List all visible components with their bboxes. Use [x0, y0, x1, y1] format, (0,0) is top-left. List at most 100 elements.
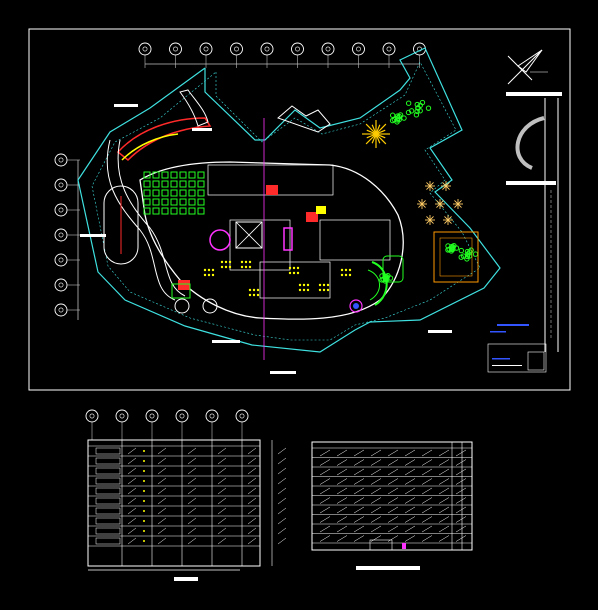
- pavilion-mark: [442, 182, 450, 190]
- grid-marker-left: [54, 228, 68, 242]
- window-hatch: [336, 525, 348, 533]
- tree-foliage: [413, 112, 420, 118]
- red-room-1: [266, 185, 278, 195]
- grid-marker-left-inner: [58, 157, 64, 163]
- green-grid-cell: [170, 171, 178, 179]
- yellow-seat: [296, 271, 300, 275]
- grid-marker-top: [291, 42, 304, 56]
- green-grid-cell: [188, 207, 196, 215]
- grid-marker-left: [54, 303, 68, 317]
- tree-white-2: [202, 298, 218, 314]
- window-hatch: [187, 507, 197, 515]
- elevation-grid-marker-inner: [239, 413, 245, 419]
- yellow-seat: [240, 265, 244, 269]
- window-hatch: [370, 516, 382, 523]
- yellow-marker: [143, 460, 145, 462]
- window-hatch: [421, 497, 433, 504]
- green-grid-cell: [197, 207, 205, 215]
- sheet-frame: [28, 28, 571, 391]
- window-hatch: [157, 527, 167, 535]
- yellow-seat: [348, 273, 352, 277]
- window-hatch: [247, 487, 257, 495]
- elevation-grid-marker: [235, 409, 249, 423]
- pavilion-mark: [444, 216, 452, 224]
- grid-marker-top-inner: [325, 46, 331, 52]
- window-hatch: [319, 449, 331, 457]
- window-hatch: [370, 487, 382, 495]
- pavilion-cluster: [417, 181, 463, 225]
- entry-ramp: [179, 89, 209, 127]
- window-hatch: [127, 487, 137, 495]
- window-hatch: [387, 506, 399, 514]
- yellow-seat: [248, 288, 252, 292]
- window-hatch: [404, 525, 416, 533]
- atrium-diag-2: [235, 221, 263, 249]
- window-hatch: [404, 506, 416, 514]
- yellow-seat: [344, 268, 348, 272]
- window-hatch: [353, 487, 365, 495]
- window-hatch: [247, 467, 257, 475]
- window-hatch: [438, 468, 450, 476]
- window-hatch: [455, 506, 467, 514]
- window-hatch: [157, 487, 167, 495]
- grid-marker-left: [54, 178, 68, 192]
- yellow-seat: [292, 266, 296, 270]
- window-hatch: [127, 527, 137, 535]
- green-grid-cell: [152, 207, 160, 215]
- green-grid-cell: [170, 207, 178, 215]
- window-hatch: [187, 497, 197, 505]
- window-hatch: [217, 507, 227, 515]
- window-hatch: [370, 497, 382, 504]
- green-grid-cell: [188, 189, 196, 197]
- window-hatch: [319, 487, 331, 495]
- pavilion-mark: [454, 200, 462, 208]
- window-hatch: [277, 517, 287, 525]
- green-grid-cell: [143, 207, 151, 215]
- green-grid-cell: [179, 198, 187, 206]
- window-hatch: [438, 487, 450, 495]
- yellow-seat: [211, 273, 215, 277]
- window-hatch: [353, 497, 365, 504]
- stair-window: [95, 527, 121, 535]
- yellow-room-1: [316, 206, 326, 214]
- inner-boundary: [91, 61, 481, 341]
- window-hatch: [157, 537, 167, 545]
- tree-foliage: [395, 115, 401, 121]
- grid-marker-left-inner: [58, 307, 64, 313]
- window-hatch: [277, 507, 287, 515]
- legend-blue-line-3: [492, 358, 510, 360]
- window-hatch: [319, 506, 331, 514]
- yellow-seat: [252, 293, 256, 297]
- yellow-seat: [288, 271, 292, 275]
- yellow-seat: [298, 283, 302, 287]
- tree-foliage: [380, 276, 386, 282]
- yellow-seat: [244, 265, 248, 269]
- access-road: [116, 117, 212, 162]
- tree-foliage: [417, 102, 423, 109]
- green-grid-cell: [179, 189, 187, 197]
- window-hatch: [336, 478, 348, 485]
- window-hatch: [187, 517, 197, 525]
- window-hatch: [217, 477, 227, 485]
- elevation-grid-marker-inner: [209, 413, 215, 419]
- window-hatch: [370, 449, 382, 457]
- pavilion-mark: [418, 200, 426, 208]
- window-hatch: [438, 535, 450, 542]
- window-hatch: [370, 506, 382, 514]
- window-hatch: [247, 537, 257, 545]
- starburst-ray: [375, 133, 387, 145]
- window-hatch: [127, 497, 137, 505]
- tree-foliage: [401, 115, 407, 121]
- elev-left-caption: [174, 577, 198, 581]
- grid-marker-top-inner: [173, 46, 178, 52]
- central-atrium: [235, 221, 263, 249]
- window-hatch: [217, 447, 227, 455]
- window-hatch: [336, 487, 348, 495]
- grid-marker-top: [321, 42, 335, 56]
- legend-blue-line: [497, 324, 529, 326]
- starburst-ray: [375, 123, 387, 135]
- yellow-seat: [211, 268, 215, 272]
- block-south: [259, 261, 331, 299]
- elevation-left-outline: [87, 439, 261, 567]
